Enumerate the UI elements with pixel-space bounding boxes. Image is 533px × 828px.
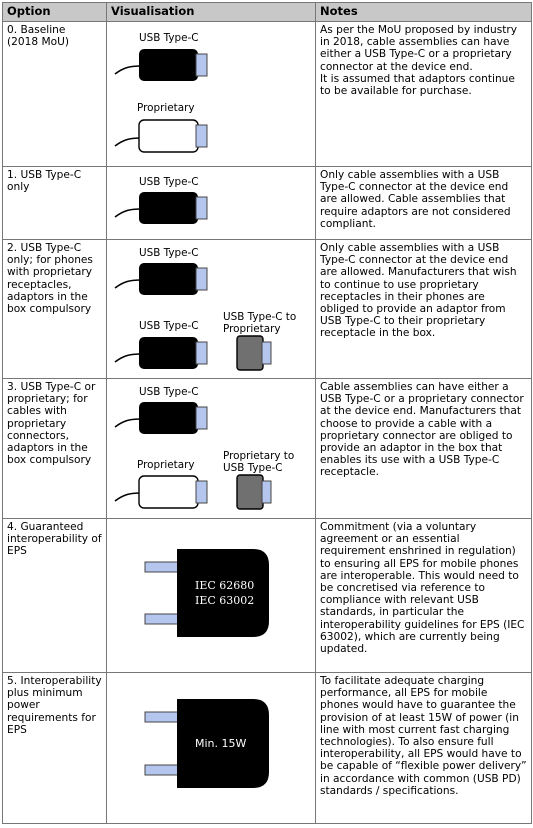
connector-label: Proprietary [137,459,195,471]
option-cell: 0. Baseline (2018 MoU) [2,21,107,167]
adaptor-icon [236,474,272,510]
notes-cell: Commitment (via a voluntary agreement or… [315,518,532,673]
notes-cell: As per the MoU proposed by industry in 2… [315,21,532,167]
connector-label: USB Type-C [139,386,199,398]
notes-cell: To facilitate adequate charging performa… [315,672,532,824]
option-cell: 2. USB Type-C only; for phones with prop… [2,239,107,379]
proprietary-cable-icon [114,119,208,153]
notes-cell: Only cable assemblies with a USB Type-C … [315,239,532,379]
usb-c-cable-icon [114,402,208,434]
visualisation-cell: USB Type-C Proprietary Proprietary to US… [106,378,316,519]
adaptor-label: USB Type-C to Proprietary [223,311,297,335]
header-visualisation: Visualisation [106,2,316,22]
usb-c-cable-icon [114,337,208,369]
standard-label: IEC 62680 [195,579,255,592]
table-row: 0. Baseline (2018 MoU) USB Type-C Propri… [2,21,532,167]
option-cell: 3. USB Type-C or proprietary; for cables… [2,378,107,519]
table-row: 1. USB Type-C only USB Type-C Only cable… [2,166,532,240]
usb-c-cable-icon [114,192,208,224]
standard-label: IEC 63002 [195,594,255,607]
option-cell: 1. USB Type-C only [2,166,107,240]
header-row: Option Visualisation Notes [2,2,532,22]
adaptor-icon [236,335,272,371]
eps-charger-icon [144,699,269,788]
header-option: Option [2,2,107,22]
connector-label: USB Type-C [139,176,199,188]
table-row: 4. Guaranteed interoperability of EPS IE… [2,518,532,673]
table-row: 5. Interoperability plus minimum power r… [2,672,532,824]
usb-c-cable-icon [114,49,208,81]
adaptor-label: Proprietary to USB Type-C [223,450,295,474]
option-cell: 5. Interoperability plus minimum power r… [2,672,107,824]
connector-label: USB Type-C [139,32,199,44]
visualisation-cell: USB Type-C USB Type-C USB Type-C to Prop… [106,239,316,379]
table-row: 2. USB Type-C only; for phones with prop… [2,239,532,379]
notes-cell: Cable assemblies can have either a USB T… [315,378,532,519]
table-row: 3. USB Type-C or proprietary; for cables… [2,378,532,519]
notes-cell: Only cable assemblies with a USB Type-C … [315,166,532,240]
visualisation-cell: IEC 62680 IEC 63002 [106,518,316,673]
power-label: Min. 15W [195,737,247,750]
connector-label: USB Type-C [139,320,199,332]
visualisation-cell: USB Type-C [106,166,316,240]
option-cell: 4. Guaranteed interoperability of EPS [2,518,107,673]
visualisation-cell: USB Type-C Proprietary [106,21,316,167]
visualisation-cell: Min. 15W [106,672,316,824]
usb-c-cable-icon [114,263,208,295]
header-notes: Notes [315,2,532,22]
proprietary-cable-icon [114,475,208,509]
connector-label: USB Type-C [139,247,199,259]
connector-label: Proprietary [137,102,195,114]
eps-charger-icon [144,549,269,637]
